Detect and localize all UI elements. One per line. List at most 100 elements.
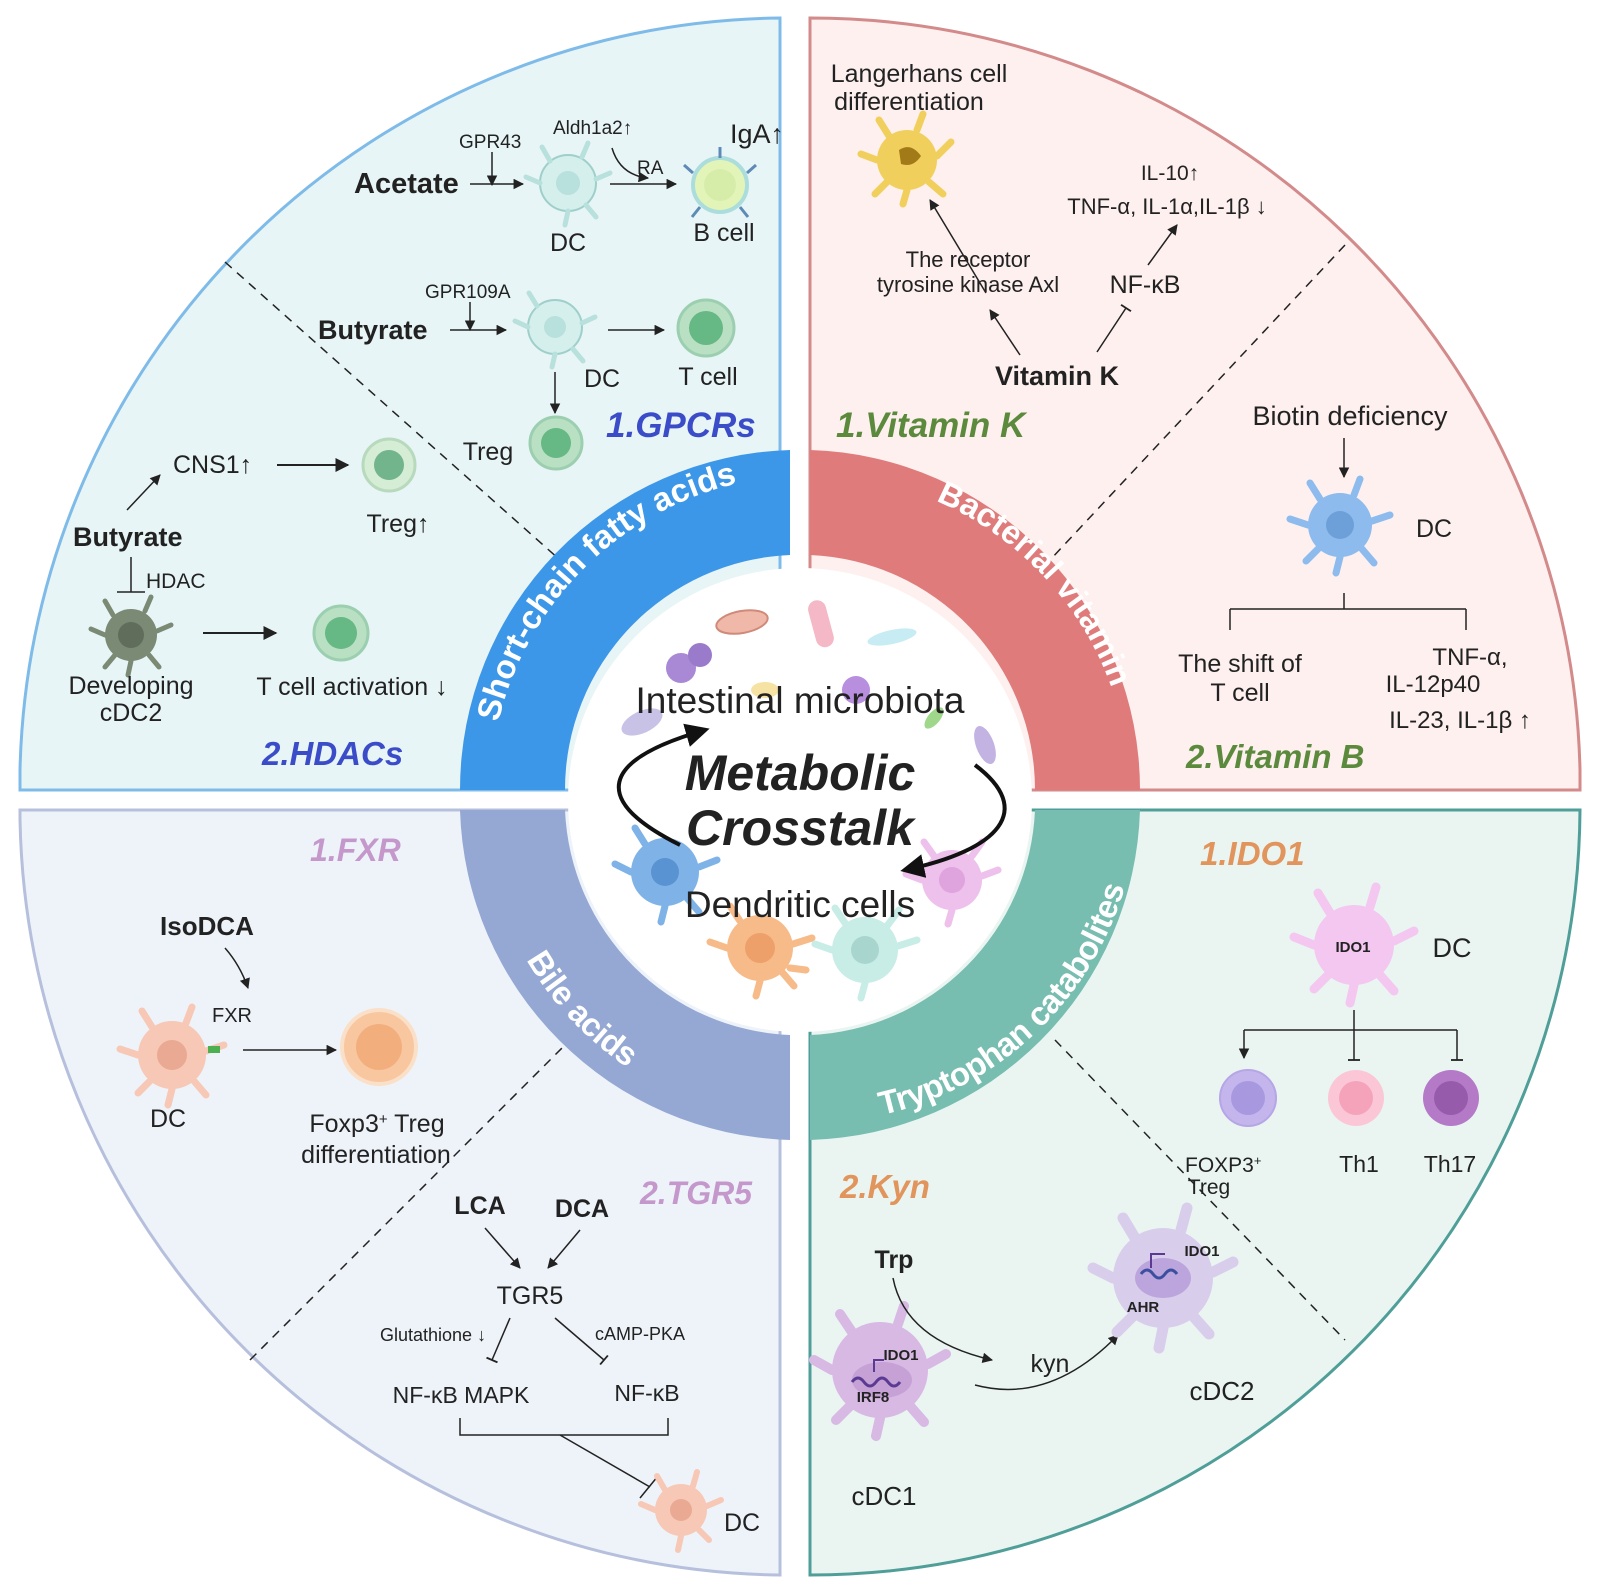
cycle-arrow-top [616,723,710,847]
dc-cell-icons [611,824,1002,1002]
langerhans-label-1: Langerhans cell [831,60,1008,88]
camp-pka-label: cAMP-PKA [595,1324,685,1344]
vitamin-k-label: Vitamin K [995,361,1120,391]
tcell-icon-tl1 [676,298,736,358]
divider-bl [249,1044,566,1361]
dc-cell-icon-tl2 [512,290,598,370]
axl-label-1: The receptor [906,247,1031,272]
th1-icon [1328,1070,1384,1126]
section-fxr: 1.FXR [310,832,401,868]
divider-br [1054,1039,1346,1341]
ahr-label: AHR [1127,1299,1160,1316]
hdac-label: HDAC [146,570,206,593]
ido1-label-cdc2: IDO1 [1184,1243,1219,1260]
quadrant-trp: 1.IDO1 IDO1 DC FOXP3+ Treg Th1 Th17 2.Ky… [809,835,1479,1511]
nfkb-label-bl: NF-κB [614,1380,679,1406]
tcell-activation-label: T cell activation ↓ [256,673,447,701]
glutathione-label: Glutathione ↓ [380,1325,486,1345]
fxr-label: FXR [212,1005,252,1027]
center-dc-label: Dendritic cells [685,884,915,925]
ido1-dc-icon [1289,882,1419,1008]
tcell-icon-tl2 [312,604,370,662]
cytokine-label-1: TNF-α, [1432,644,1507,671]
dc-label-bl1: DC [150,1105,186,1133]
biotin-label: Biotin deficiency [1252,401,1448,431]
ring-bile [460,810,790,1140]
section-kyn: 2.Kyn [839,1168,930,1205]
treg-label-br: Treg [1188,1176,1230,1199]
nfkb-mapk-label: NF-κB MAPK [393,1382,530,1408]
butyrate-label-2: Butyrate [73,522,183,552]
bcell-label: B cell [693,219,754,247]
th1-label: Th1 [1339,1151,1379,1177]
cdc1-label: cDC1 [851,1481,916,1511]
section-vitamin-k: 1.Vitamin K [836,406,1028,445]
trp-label: Trp [875,1246,914,1274]
quadrant-vitamin: Langerhans cell differentiation The rece… [831,60,1531,775]
axl-label-2: tyrosine kinase Axl [877,272,1059,297]
lca-label: LCA [454,1192,505,1220]
cytokine-label-3: IL-23, IL-1β ↑ [1389,707,1531,734]
butyrate-label-1: Butyrate [318,315,428,345]
microbe-icons [621,600,996,765]
divider-tr [1049,244,1346,561]
treg-icon-tl2 [361,437,417,493]
differentiation-label: differentiation [301,1141,451,1169]
ido1-cell-label: IDO1 [1335,939,1370,956]
aldh-label: Aldh1a2↑ [553,118,632,139]
dc-cell-icon-bl2 [638,1469,724,1553]
section-tgr5: 2.TGR5 [639,1175,753,1211]
langerhans-label-2: differentiation [834,88,984,116]
tnf-label: TNF-α, IL-1α,IL-1β ↓ [1067,194,1266,219]
dc-label-tl2: DC [584,365,620,393]
section-gpcrs: 1.GPCRs [606,406,756,445]
developing-label-2: cDC2 [100,699,163,727]
treg-up-label: Treg↑ [367,510,430,538]
center-microbiota-label: Intestinal microbiota [635,680,964,721]
dc-label-tl1: DC [550,229,586,257]
ido1-label-cdc1: IDO1 [883,1347,918,1364]
il10-label: IL-10↑ [1141,162,1199,185]
ring-scfa [459,450,790,790]
gpr109a-label: GPR109A [425,282,511,303]
dca-label: DCA [555,1195,609,1223]
tgr5-label: TGR5 [497,1282,564,1310]
dc-label-bl2: DC [724,1509,760,1537]
shift-label-1: The shift of [1178,650,1302,678]
gpr43-label: GPR43 [459,132,521,153]
treg-icon-bl [340,1008,418,1086]
dc-cell-icon-tl1 [523,140,613,228]
cdc1-icon [809,1301,951,1441]
foxp3-treg-label: Foxp3+ Treg [309,1110,444,1138]
foxp3-treg-icon [1219,1069,1277,1127]
section-ido1: 1.IDO1 [1200,835,1305,872]
center-title-line2: Crosstalk [686,800,916,856]
dc-label-tr: DC [1416,515,1452,543]
dc-cell-icon-bl1 [116,1003,228,1109]
shift-label-2: T cell [1210,679,1269,707]
divider-tl [224,261,561,561]
isodca-label: IsoDCA [160,911,254,941]
quadrant-scfa: Acetate GPR43 Aldh1a2↑ RA DC IgA↑ B cell… [68,118,784,772]
section-hdacs: 2.HDACs [261,735,403,772]
dc-cell-icon-tr [1286,475,1394,577]
kyn-label: kyn [1031,1350,1070,1378]
dc-label-br: DC [1433,933,1472,963]
ra-label: RA [637,158,664,179]
bcell-icon [683,147,757,218]
treg-label-tl1: Treg [463,438,513,466]
treg-icon-tl1 [528,415,584,471]
iga-label: IgA↑ [730,119,784,149]
quadrant-bile: 1.FXR IsoDCA FXR DC Foxp3+ Treg differen… [116,832,760,1553]
cycle-arrow-bottom [900,763,1007,878]
nfkb-label-tr: NF-κB [1110,271,1181,299]
acetate-label: Acetate [354,168,459,200]
cdc2-label: cDC2 [1189,1376,1254,1406]
ring-vitamin [810,450,1140,790]
developing-label-1: Developing [68,672,193,700]
tcell-label-tl1: T cell [678,363,737,391]
langerhans-cell-icon [857,110,955,208]
cns1-label: CNS1↑ [173,451,252,479]
